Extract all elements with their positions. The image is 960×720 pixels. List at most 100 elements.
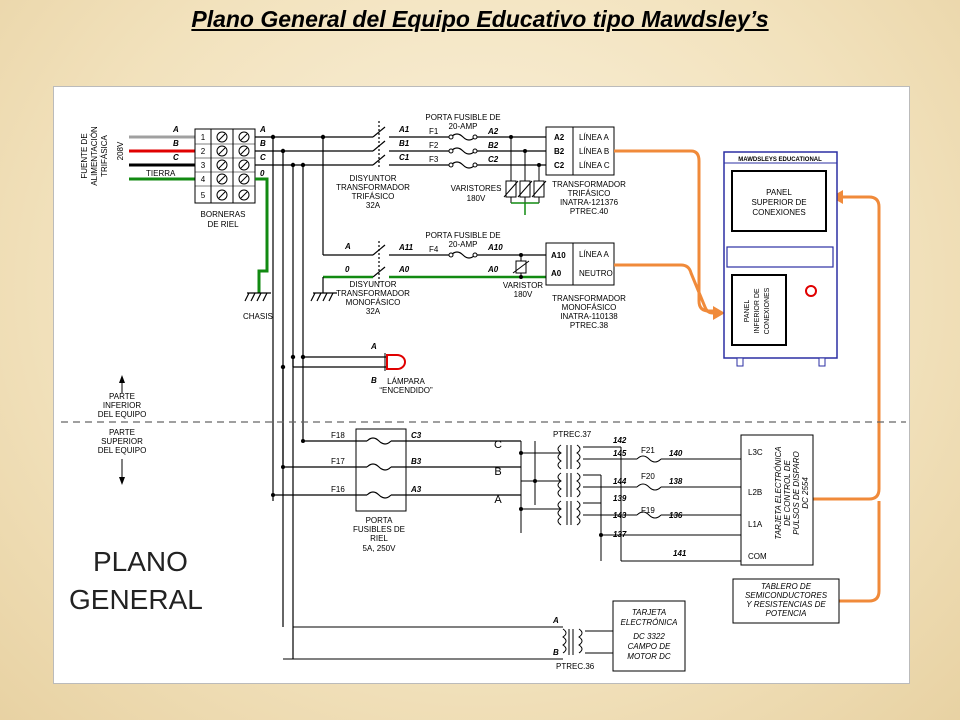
svg-text:TRANSFORMADOR: TRANSFORMADOR [552, 180, 626, 189]
svg-text:TARJETA ELECTRÓNICA: TARJETA ELECTRÓNICA [774, 446, 783, 539]
svg-text:A: A [172, 125, 179, 134]
svg-text:180V: 180V [514, 290, 533, 299]
bus-junctions [270, 134, 326, 370]
mono-transformer: A10 A0 LÍNEA A NEUTRO TRANSFORMADOR MONO… [545, 242, 626, 330]
svg-text:L2B: L2B [748, 488, 762, 497]
svg-text:20-AMP: 20-AMP [449, 240, 478, 249]
svg-text:TIERRA: TIERRA [146, 169, 176, 178]
svg-text:DE RIEL: DE RIEL [207, 220, 239, 229]
diagram-frame: FUENTE DE ALIMENTACIÓN TRIFÁSICA 208V A … [53, 86, 910, 684]
svg-text:DC 2554: DC 2554 [801, 477, 810, 509]
svg-text:PULSOS DE DISPARO: PULSOS DE DISPARO [792, 451, 801, 534]
svg-text:FUSIBLES DE: FUSIBLES DE [353, 525, 405, 534]
svg-text:A3: A3 [410, 485, 422, 494]
tri-transformer: A2 B2 C2 LÍNEA A LÍNEA B LÍNEA C TRANSFO… [545, 126, 626, 216]
lamp: A B LÁMPARA “ENCENDIDO” [293, 342, 433, 395]
svg-text:208V: 208V [116, 141, 125, 160]
svg-text:142: 142 [613, 436, 627, 445]
mono-fuse [450, 251, 546, 259]
svg-text:DEL EQUIPO: DEL EQUIPO [98, 446, 147, 455]
svg-text:1: 1 [201, 133, 206, 142]
page-title: Plano General del Equipo Educativo tipo … [191, 6, 769, 32]
svg-text:2: 2 [201, 147, 206, 156]
svg-text:VARISTOR: VARISTOR [503, 281, 543, 290]
source-wires [129, 135, 195, 181]
svg-text:Y RESISTENCIAS DE: Y RESISTENCIAS DE [746, 600, 826, 609]
svg-text:A: A [552, 616, 559, 625]
svg-text:PORTA FUSIBLE DE: PORTA FUSIBLE DE [425, 113, 500, 122]
svg-text:TRANSFORMADOR: TRANSFORMADOR [552, 294, 626, 303]
ptrec37-wire-labels: PTREC.37 142 145 144 139 143 137 140 138… [553, 430, 687, 558]
svg-text:TRANSFORMADOR: TRANSFORMADOR [336, 289, 410, 298]
main-bus-wires [255, 136, 373, 659]
svg-text:TARJETA: TARJETA [632, 608, 666, 617]
svg-text:CHASIS: CHASIS [243, 312, 273, 321]
svg-text:32A: 32A [366, 307, 381, 316]
svg-text:GENERAL: GENERAL [69, 584, 203, 615]
mono-breaker-contacts: A 0 A11 A0 [344, 242, 414, 274]
svg-text:F19: F19 [641, 506, 655, 515]
svg-text:C2: C2 [488, 155, 499, 164]
svg-text:A2: A2 [554, 133, 565, 142]
svg-text:PARTE: PARTE [109, 392, 135, 401]
svg-text:F18: F18 [331, 431, 345, 440]
svg-text:141: 141 [673, 549, 687, 558]
svg-text:CONEXIONES: CONEXIONES [752, 208, 805, 217]
svg-text:VARISTORES: VARISTORES [451, 184, 502, 193]
svg-text:144: 144 [613, 477, 627, 486]
tri-breaker-label: DISYUNTOR TRANSFORMADOR TRIFÁSICO 32A [336, 174, 410, 210]
orange-connectors [614, 149, 881, 603]
svg-text:INFERIOR: INFERIOR [103, 401, 141, 410]
svg-text:LÍNEA A: LÍNEA A [579, 133, 609, 142]
svg-text:A2: A2 [487, 127, 499, 136]
svg-text:PTREC.38: PTREC.38 [570, 321, 609, 330]
svg-text:COM: COM [748, 552, 767, 561]
svg-text:145: 145 [613, 449, 627, 458]
svg-text:TRANSFORMADOR: TRANSFORMADOR [336, 183, 410, 192]
svg-text:C: C [173, 153, 179, 162]
svg-text:SUPERIOR: SUPERIOR [101, 437, 143, 446]
svg-text:PORTA FUSIBLE DE: PORTA FUSIBLE DE [425, 231, 500, 240]
svg-text:A1: A1 [398, 125, 410, 134]
borneras-label: BORNERAS DE RIEL [201, 210, 246, 229]
svg-text:C: C [494, 439, 502, 451]
mono-ground [310, 292, 337, 302]
svg-text:TRIFÁSICO: TRIFÁSICO [568, 189, 611, 198]
svg-text:136: 136 [669, 511, 683, 520]
svg-text:POTENCIA: POTENCIA [766, 609, 807, 618]
svg-text:CAMPO DE: CAMPO DE [628, 642, 671, 651]
svg-text:F16: F16 [331, 485, 345, 494]
varistor-label: VARISTORES 180V [451, 184, 502, 203]
svg-text:A10: A10 [551, 251, 566, 260]
svg-text:A: A [370, 342, 377, 351]
svg-text:0: 0 [345, 265, 350, 274]
svg-text:A11: A11 [398, 243, 414, 252]
svg-text:C3: C3 [411, 431, 422, 440]
zone-labels: PARTE INFERIOR DEL EQUIPO PARTE SUPERIOR… [98, 375, 147, 485]
tri-varistors [503, 137, 547, 215]
power-source: FUENTE DE ALIMENTACIÓN TRIFÁSICA 208V [80, 126, 125, 186]
svg-text:TRIFÁSICO: TRIFÁSICO [352, 192, 395, 201]
svg-text:B: B [553, 648, 559, 657]
svg-text:DISYUNTOR: DISYUNTOR [350, 280, 397, 289]
svg-text:B: B [494, 466, 501, 478]
svg-text:LÍNEA C: LÍNEA C [579, 161, 610, 170]
terminal-block: 1 2 3 4 5 [194, 128, 256, 204]
svg-text:LÍNEA A: LÍNEA A [579, 250, 609, 259]
svg-text:INFERIOR DE: INFERIOR DE [754, 288, 761, 333]
svg-text:B1: B1 [399, 139, 410, 148]
pulse-control-card: L3C L2B L1A COM TARJETA ELECTRÓNICA DE C… [740, 434, 814, 566]
svg-text:B: B [173, 139, 179, 148]
tri-fuses [450, 133, 546, 169]
svg-text:139: 139 [613, 494, 627, 503]
wiring-diagram: FUENTE DE ALIMENTACIÓN TRIFÁSICA 208V A … [61, 113, 906, 672]
svg-text:SEMICONDUCTORES: SEMICONDUCTORES [745, 591, 828, 600]
three-phase-breaker [372, 121, 451, 169]
motor-field-card: TARJETA ELECTRÓNICA DC 3322 CAMPO DE MOT… [283, 600, 686, 672]
svg-text:TRIFÁSICA: TRIFÁSICA [100, 134, 109, 176]
svg-text:5A, 250V: 5A, 250V [363, 544, 397, 553]
svg-text:180V: 180V [467, 194, 486, 203]
svg-text:A0: A0 [551, 269, 562, 278]
svg-text:20-AMP: 20-AMP [449, 122, 478, 131]
svg-text:ALIMENTACIÓN: ALIMENTACIÓN [90, 126, 99, 186]
